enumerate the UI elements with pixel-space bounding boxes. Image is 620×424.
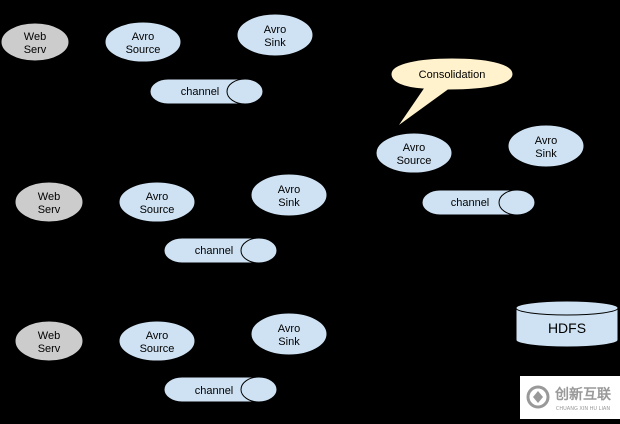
web-server-node: Web Serv — [14, 320, 84, 362]
watermark: 创新互联 CHUANG XIN HU LIAN — [520, 376, 620, 419]
channel-label: channel — [451, 197, 490, 209]
avro-sink-label-line1: Avro — [264, 24, 286, 36]
web-server-label-line2: Serv — [38, 204, 61, 216]
avro-sink-label-line2: Sink — [278, 197, 300, 209]
avro-sink-label-line1: Avro — [278, 323, 300, 335]
watermark-logo-icon — [526, 385, 550, 409]
consolidation-agent: Consolidation Avro Source Avro Sink chan… — [375, 57, 585, 216]
channel-label: channel — [195, 245, 234, 257]
avro-sink-label-line2: Sink — [535, 148, 557, 160]
consolidation-callout: Consolidation — [390, 57, 514, 128]
avro-sink-label-line2: Sink — [264, 37, 286, 49]
avro-sink-label-line1: Avro — [278, 184, 300, 196]
avro-source-label-line1: Avro — [146, 191, 168, 203]
avro-source-label-line1: Avro — [403, 142, 425, 154]
callout-label: Consolidation — [419, 69, 486, 81]
avro-source-node: Avro Source — [375, 132, 453, 174]
watermark-text: 创新互联 — [554, 386, 612, 403]
web-server-node: Web Serv — [14, 181, 84, 223]
avro-source-label-line2: Source — [140, 343, 175, 355]
avro-source-node: Avro Source — [118, 320, 196, 362]
avro-source-label-line2: Source — [126, 44, 161, 56]
avro-sink-node: Avro Sink — [507, 124, 585, 168]
web-server-label-line1: Web — [24, 31, 46, 43]
avro-source-label-line2: Source — [397, 155, 432, 167]
avro-sink-node: Avro Sink — [250, 173, 328, 217]
avro-source-label-line1: Avro — [132, 31, 154, 43]
avro-sink-node: Avro Sink — [250, 312, 328, 356]
avro-source-label-line2: Source — [140, 204, 175, 216]
watermark-subtext: CHUANG XIN HU LIAN — [556, 406, 610, 412]
agent-3: Web Serv Avro Source Avro Sink channel — [14, 312, 328, 403]
web-server-label-line2: Serv — [38, 343, 61, 355]
web-server-label-line1: Web — [38, 330, 60, 342]
avro-sink-label-line1: Avro — [535, 135, 557, 147]
hdfs-label: HDFS — [548, 320, 586, 336]
channel-label: channel — [181, 86, 220, 98]
agent-2: Web Serv Avro Source Avro Sink channel — [14, 173, 328, 264]
channel-node: channel — [421, 189, 536, 216]
avro-source-node: Avro Source — [118, 181, 196, 223]
avro-source-label-line1: Avro — [146, 330, 168, 342]
web-server-label-line2: Serv — [24, 44, 47, 56]
avro-source-node: Avro Source — [104, 21, 182, 63]
channel-node: channel — [149, 78, 264, 105]
channel-node: channel — [163, 237, 278, 264]
avro-sink-label-line2: Sink — [278, 336, 300, 348]
avro-sink-node: Avro Sink — [236, 13, 314, 57]
hdfs-storage: HDFS — [515, 300, 619, 348]
channel-label: channel — [195, 385, 234, 397]
web-server-node: Web Serv — [0, 22, 70, 62]
web-server-label-line1: Web — [38, 191, 60, 203]
agent-1: Web Serv Avro Source Avro Sink channel — [0, 13, 314, 105]
channel-node: channel — [163, 376, 278, 403]
